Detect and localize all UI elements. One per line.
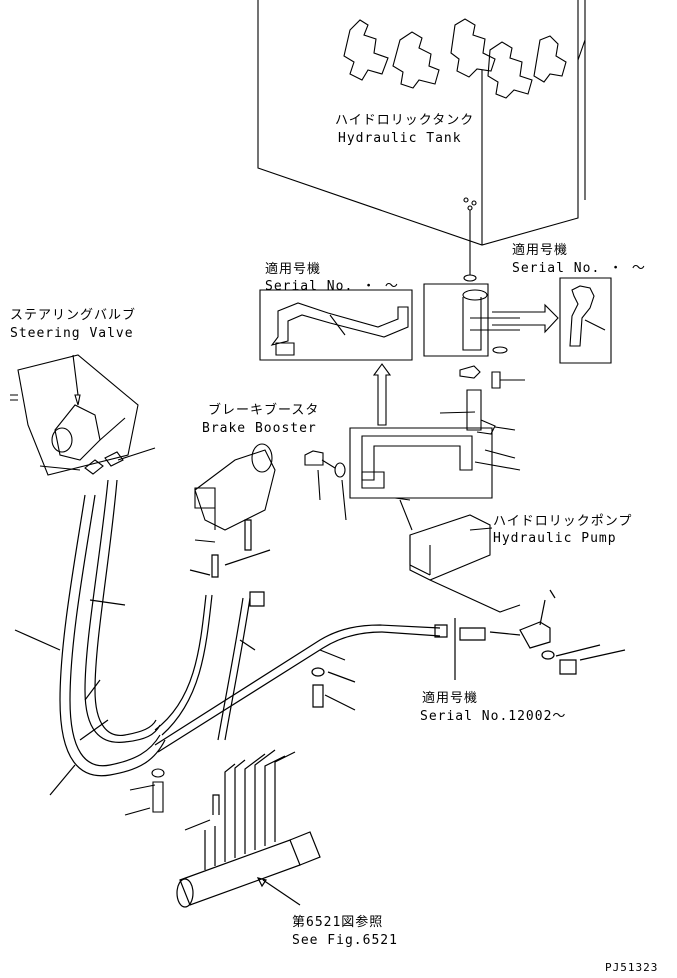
tank-outlet-pipe-drawing [424,284,558,434]
fig-6521-assembly-drawing [177,750,320,907]
brake-booster-label-jp: ブレーキブースタ [208,403,320,418]
bolt-washer-drawing [305,451,346,520]
pump-suction-pipe-drawing [350,428,520,498]
steering-hoses-drawing [15,480,165,795]
steering-valve-label-jp: ステアリングバルブ [10,308,137,323]
serial-right-label-jp: 適用号機 [512,243,569,258]
see-fig-label-jp: 第6521図参照 [292,915,384,930]
hydraulic-pump-label-en: Hydraulic Pump [493,531,617,546]
see-fig-label-en: See Fig.6521 [292,933,398,948]
pump-leader-line [470,528,492,530]
serial-bottom-label-en: Serial No.12002～ [420,709,567,724]
hydraulic-tank-drawing [258,0,585,281]
steering-valve-drawing [10,355,155,475]
bolts-lower-drawing [125,769,164,815]
drawing-code: PJ51323 [605,961,659,974]
brake-booster-label-en: Brake Booster [202,421,317,436]
brake-lines-drawing [155,520,270,740]
serial-left-label-jp: 適用号機 [265,262,322,277]
serial-right-label-en: Serial No. ・ ～ [512,261,646,276]
serial-right-pipe-drawing [560,278,611,363]
hydraulic-pump-label-jp: ハイドロリックポンプ [493,514,633,529]
hydraulic-tank-label-jp: ハイドロリックタンク [335,113,475,128]
serial-left-pipe-drawing [260,290,412,360]
return-pipe-drawing [155,590,625,752]
serial-bottom-label-jp: 適用号機 [422,691,479,706]
up-arrow [374,364,390,425]
hydraulic-tank-label-en: Hydraulic Tank [338,131,462,146]
serial-left-label-en: Serial No. ・ ～ [265,279,399,294]
brake-booster-drawing [195,444,275,542]
steering-valve-label-en: Steering Valve [10,326,134,341]
hydraulic-pump-drawing [395,498,520,612]
